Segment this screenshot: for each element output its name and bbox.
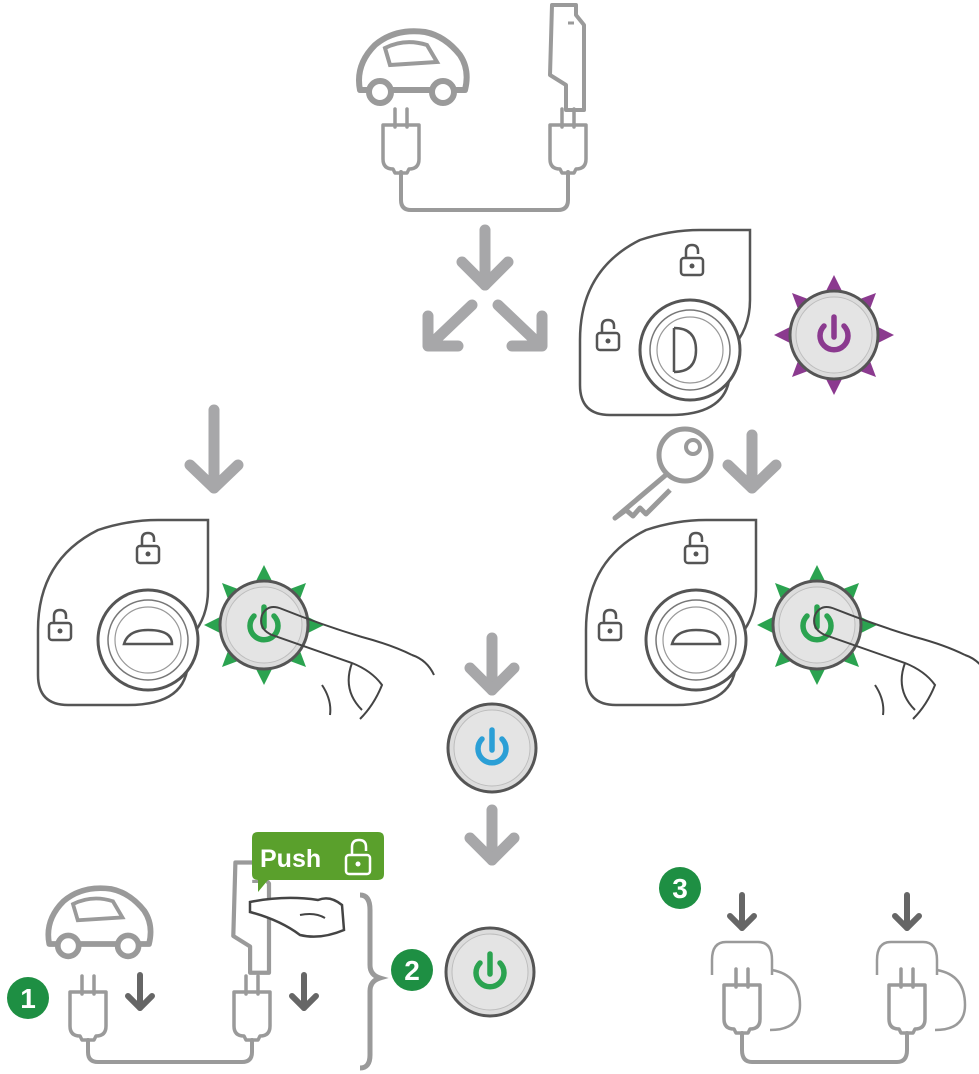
plug-icon-station-bottom [232, 974, 272, 1042]
plug-icon-step3-right [887, 967, 927, 1035]
down-arrow-icon-right [722, 429, 782, 494]
step-badge-2-text: 2 [404, 955, 420, 986]
plug-icon-step3-left [722, 967, 762, 1035]
lock-cylinder-icon-left [36, 518, 210, 707]
down-arrow-icon-center-a [464, 632, 520, 696]
charging-station-icon-top [548, 3, 586, 112]
step-badge-1: 1 [7, 977, 49, 1019]
cable-bottom [86, 1038, 254, 1064]
down-arrow-icon-branch [456, 224, 514, 291]
diagonal-arrow-icon-left [422, 299, 478, 352]
power-button-icon-green-final [444, 926, 536, 1018]
power-button-icon-blue [446, 702, 538, 794]
push-label-text: Push [260, 845, 321, 873]
push-label: Push [252, 832, 384, 892]
step-badge-3-text: 3 [672, 873, 688, 904]
diagonal-arrow-icon-right [492, 299, 548, 352]
power-button-icon-green-right [757, 565, 877, 685]
plug-icon-station-top [548, 107, 588, 175]
plug-holder-left [710, 940, 802, 1032]
padlock-icon-push [344, 838, 372, 876]
car-icon-bottom [48, 888, 150, 956]
bracket [359, 892, 389, 1071]
lock-cylinder-icon-right [584, 518, 758, 707]
power-button-icon-green-left [204, 565, 324, 685]
down-arrow-icon-center-b [464, 804, 520, 866]
down-arrow-icon-left [184, 404, 244, 494]
plug-holder-right [875, 940, 967, 1032]
down-arrow-icon-station-bottom [289, 972, 319, 1011]
plug-icon-car-bottom [68, 974, 108, 1042]
cable-step3 [740, 1031, 909, 1064]
down-arrow-icon-car-bottom [125, 972, 155, 1011]
step-badge-3: 3 [659, 867, 701, 909]
down-arrow-icon-step3-right [892, 892, 922, 931]
lock-cylinder-icon-standby [578, 228, 752, 417]
car-icon-top [359, 31, 467, 103]
power-button-icon-purple [774, 275, 894, 395]
plug-icon-car-top [381, 107, 421, 175]
finger-press-icon-push [248, 896, 346, 938]
down-arrow-icon-step3-left [727, 892, 757, 931]
step-badge-2: 2 [391, 949, 433, 991]
cable-top [399, 170, 570, 212]
step-badge-1-text: 1 [20, 983, 36, 1014]
key-icon [612, 426, 714, 521]
